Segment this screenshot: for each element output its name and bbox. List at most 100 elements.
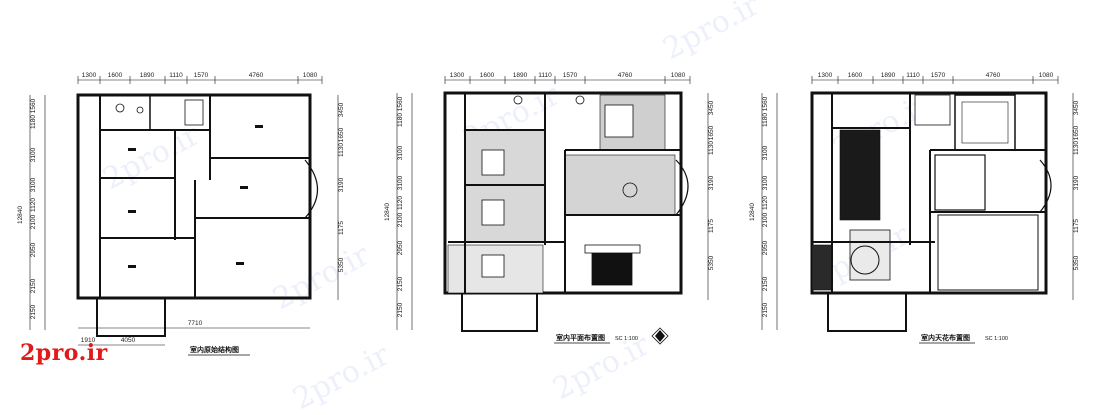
dimension-label: 2150 (397, 302, 404, 317)
dimension-label: 2100 (397, 212, 404, 227)
bay-window (1039, 159, 1052, 213)
top-dimension-chain (444, 76, 691, 84)
top-dimension-chain (811, 76, 1059, 84)
dimension-label: 2100 (762, 212, 769, 227)
dimension-labels: 1300 1600 1890 1110 1570 4760 1080 1560 1180 3100… (17, 72, 1080, 344)
watermark: 2pro.ir (267, 237, 376, 317)
dimension-label: 1130 (338, 143, 345, 157)
dimension-label: 1650 (708, 125, 715, 140)
dimension-label: 1890 (140, 72, 155, 79)
dimension-label: 2150 (30, 304, 37, 319)
dimension-label: 1180 (762, 113, 769, 127)
dimension-label: 2150 (762, 302, 769, 317)
dimension-label: 1080 (671, 72, 686, 79)
dimension-label: 1120 (397, 196, 404, 210)
dimension-label: 1080 (1039, 72, 1054, 79)
dimension-label: 2950 (397, 240, 404, 255)
dimension-label: 3450 (1073, 100, 1080, 115)
dimension-label: 3100 (30, 177, 37, 192)
bed (481, 149, 505, 176)
balcony (827, 292, 907, 332)
dimension-label: 1180 (397, 113, 404, 127)
plan-ceiling (761, 76, 1074, 332)
dimension-label: 1570 (563, 72, 578, 79)
dimension-label: 3190 (708, 175, 715, 190)
dimension-label: 1300 (818, 72, 833, 79)
site-logo: 2pro.ir (20, 340, 108, 366)
dimension-label: 1120 (762, 196, 769, 210)
dimension-label: 1890 (881, 72, 896, 79)
watermark: 2pro.ir (657, 0, 766, 67)
dimension-label: 1570 (931, 72, 946, 79)
plan-scale: SC 1:100 (985, 336, 1008, 342)
dimension-label: 3100 (397, 175, 404, 190)
watermark: 2pro.ir (287, 337, 396, 415)
plan-titles: 室内原始结构图 室内平面布置图 SC 1:100 室内天花布置图 SC 1:10… (188, 333, 1008, 356)
bay-window (675, 159, 689, 216)
dimension-label: 1600 (848, 72, 863, 79)
dimension-label: 1130 (1073, 141, 1080, 155)
dimension-label: 1110 (538, 72, 552, 79)
sofa (584, 244, 641, 254)
plan-title: 室内原始结构图 (190, 345, 239, 354)
plan-title: 室内天花布置图 (921, 333, 970, 342)
dimension-label: 12840 (749, 203, 756, 221)
dining-table (481, 254, 505, 278)
dimension-label: 3190 (1073, 175, 1080, 190)
dimension-label: 1120 (30, 198, 37, 212)
dimension-label: 3100 (762, 145, 769, 160)
dimension-label: 3450 (708, 100, 715, 115)
dimension-label: 4760 (618, 72, 633, 79)
dimension-label: 2950 (762, 240, 769, 255)
plan-title: 室内平面布置图 (556, 333, 605, 342)
dimension-label: 1175 (708, 219, 715, 233)
dimension-label: 1910 (81, 337, 96, 344)
dimension-label: 12840 (384, 203, 391, 221)
dimension-label: 3100 (762, 175, 769, 190)
dimension-label: 4760 (986, 72, 1001, 79)
outer-wall (443, 91, 683, 295)
dimension-label: 4760 (249, 72, 264, 79)
dimension-label: 2150 (762, 276, 769, 291)
dimension-label: 1600 (480, 72, 495, 79)
balcony (461, 292, 538, 332)
dimension-label: 3450 (338, 102, 345, 117)
dimension-label: 1175 (1073, 219, 1080, 233)
dimension-label: 1650 (338, 127, 345, 142)
dimension-label: 12840 (17, 206, 24, 224)
dimension-label: 5350 (1073, 255, 1080, 270)
dimension-label: 1600 (108, 72, 123, 79)
dimension-label: 1560 (30, 98, 37, 113)
dimension-label: 1560 (762, 96, 769, 111)
dimension-label: 1130 (708, 141, 715, 155)
dimension-label: 1300 (450, 72, 465, 79)
rug (591, 249, 633, 286)
dimension-label: 1560 (397, 96, 404, 111)
dimension-label: 3190 (338, 177, 345, 192)
dimension-label: 5350 (708, 255, 715, 270)
plan-structure (29, 76, 339, 346)
top-dimension-chain (77, 76, 323, 84)
dimension-label: 2150 (30, 278, 37, 293)
bed (481, 199, 505, 226)
dimension-label: 3100 (397, 145, 404, 160)
dimension-label: 5350 (338, 257, 345, 272)
dimension-label: 7710 (188, 320, 203, 327)
dimension-label: 1890 (513, 72, 528, 79)
dimension-label: 1080 (303, 72, 318, 79)
dimension-label: 1570 (194, 72, 209, 79)
dimension-label: 3100 (30, 147, 37, 162)
dimension-label: 1180 (30, 115, 37, 129)
north-arrow-icon (651, 327, 669, 345)
bed (604, 104, 634, 138)
dimension-label: 1650 (1073, 125, 1080, 140)
dimension-label: 4050 (121, 337, 136, 344)
plan-scale: SC 1:100 (615, 336, 638, 342)
dimension-label: 1300 (82, 72, 97, 79)
plan-furniture (396, 76, 709, 345)
dimension-label: 1175 (338, 221, 345, 235)
dimension-label: 1110 (906, 72, 920, 79)
balcony (96, 297, 166, 337)
dimension-label: 2950 (30, 242, 37, 257)
